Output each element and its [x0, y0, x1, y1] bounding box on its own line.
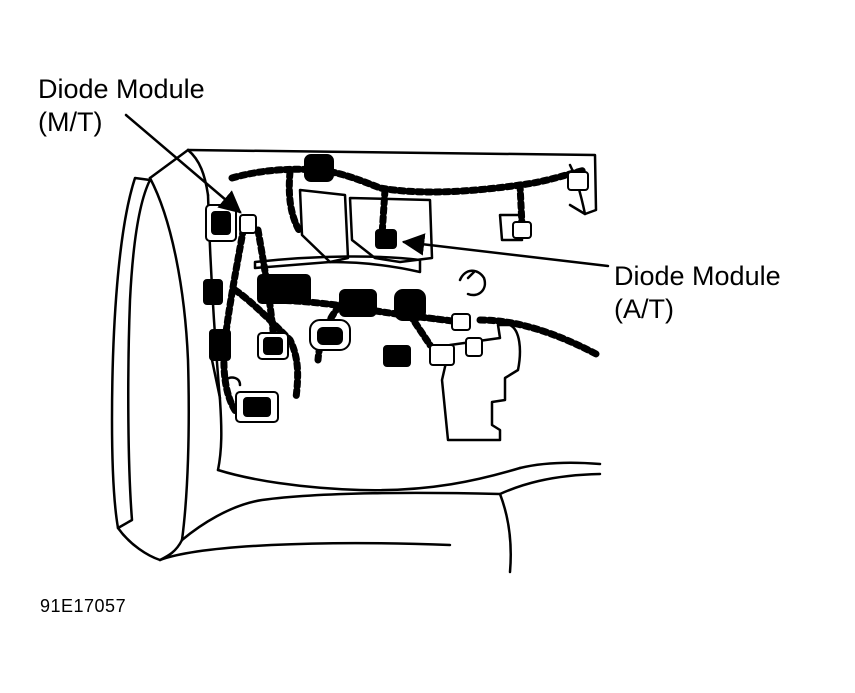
callout-leaders — [124, 113, 610, 268]
door-opening-outline — [110, 176, 190, 562]
figure-id: 91E17057 — [40, 596, 127, 616]
panel-cutouts — [210, 188, 524, 442]
callout-label-mt: Diode Module (M/T) — [38, 73, 205, 139]
callout-at-line1: Diode Module — [614, 261, 781, 291]
callout-label-at: Diode Module (A/T) — [614, 260, 781, 326]
callout-mt-line2: (M/T) — [38, 107, 103, 137]
leader-mt — [124, 113, 242, 214]
callout-at-line2: (A/T) — [614, 294, 674, 324]
harness-connectors — [203, 154, 589, 423]
leader-at — [401, 233, 610, 268]
callout-mt-line1: Diode Module — [38, 74, 205, 104]
kick-panel-outline — [148, 148, 602, 574]
